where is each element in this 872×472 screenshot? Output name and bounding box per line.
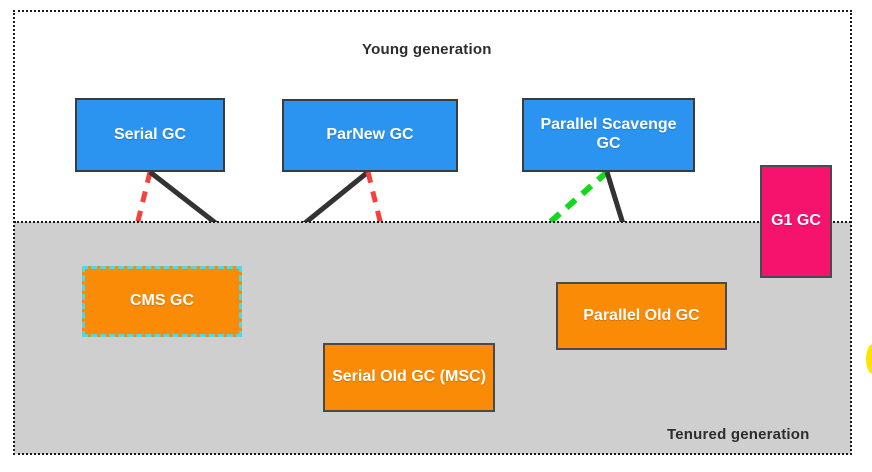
generation-divider bbox=[14, 221, 851, 223]
edge-marker-icon bbox=[866, 344, 872, 374]
node-serial-gc[interactable]: Serial GC bbox=[75, 98, 225, 172]
node-parnew-gc[interactable]: ParNew GC bbox=[282, 99, 458, 172]
node-cms-gc[interactable]: CMS GC bbox=[82, 266, 242, 337]
node-parallel-scavenge-gc[interactable]: Parallel Scavenge GC bbox=[522, 98, 695, 172]
node-serial-old-gc[interactable]: Serial Old GC (MSC) bbox=[323, 343, 495, 412]
node-g1-gc[interactable]: G1 GC bbox=[760, 165, 832, 278]
tenured-generation-label: Tenured generation bbox=[667, 426, 810, 443]
young-generation-label: Young generation bbox=[362, 41, 492, 58]
diagram-frame bbox=[13, 10, 852, 455]
node-parallel-old-gc[interactable]: Parallel Old GC bbox=[556, 282, 727, 350]
